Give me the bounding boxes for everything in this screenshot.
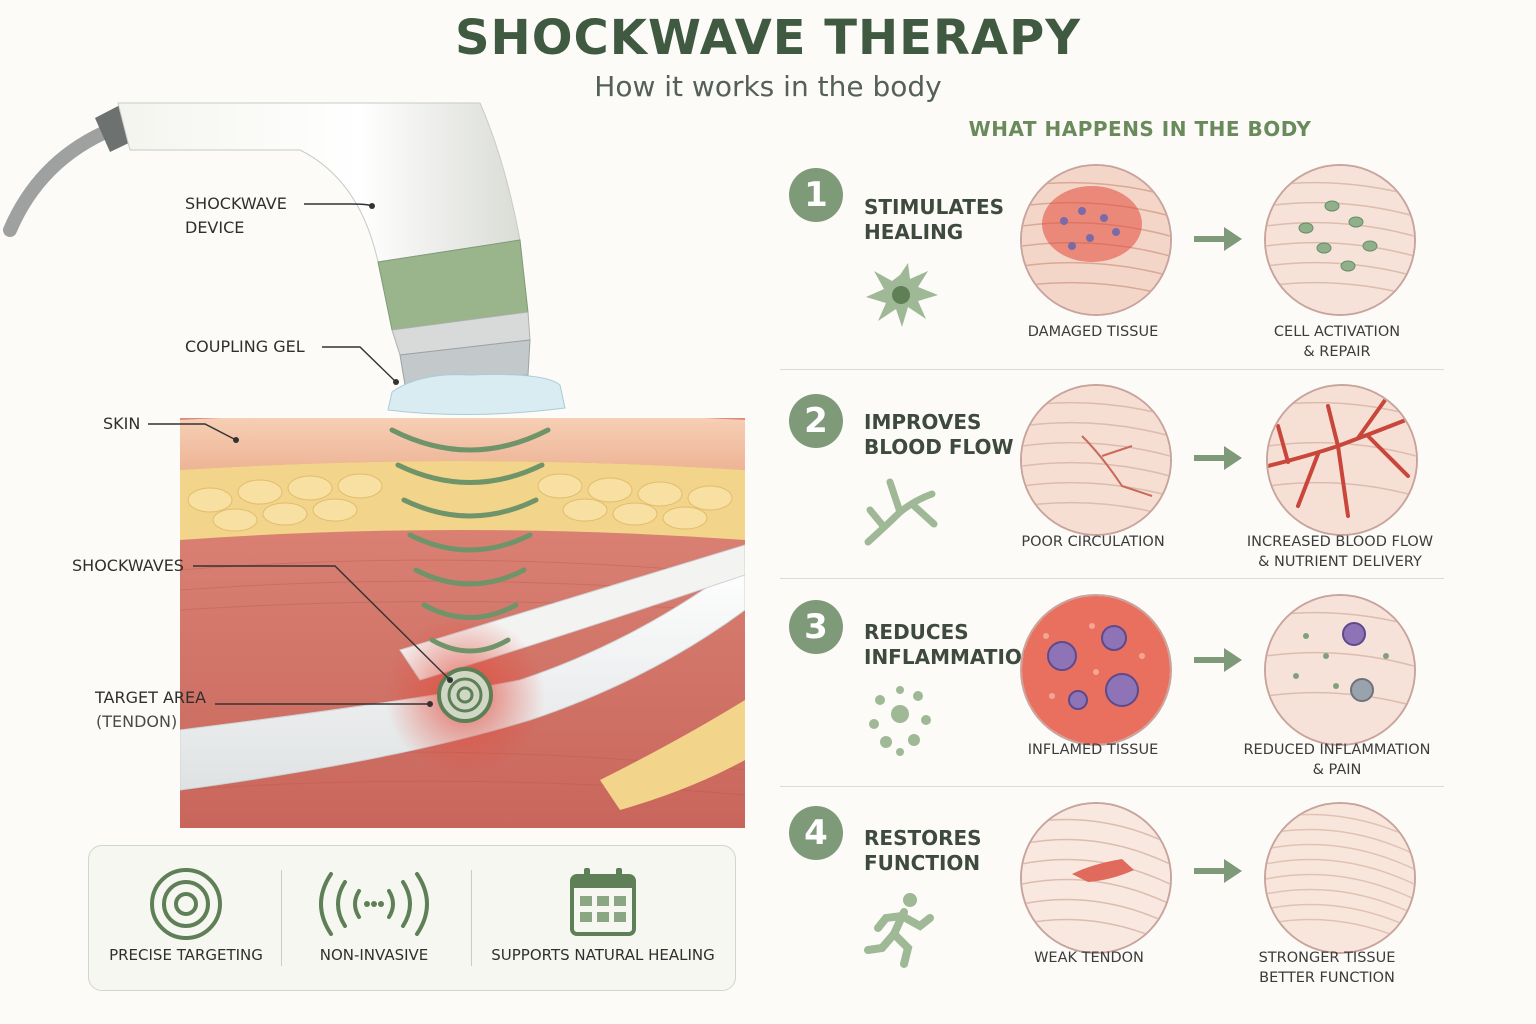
label-device: SHOCKWAVE DEVICE xyxy=(185,194,287,237)
label-target-area: TARGET AREA xyxy=(95,688,207,707)
cell-icon xyxy=(866,263,938,327)
after-caption: INCREASED BLOOD FLOW & NUTRIENT DELIVERY xyxy=(1246,534,1434,570)
feature-label: SUPPORTS NATURAL HEALING xyxy=(491,946,715,964)
particles-icon xyxy=(869,686,931,756)
step-number-badge: 3 xyxy=(789,600,843,654)
after-caption: CELL ACTIVATION & REPAIR xyxy=(1273,324,1401,360)
step-3: 3 REDUCES INFLAMMATION INFLAMED TISSUE xyxy=(780,590,1440,786)
step-1: 1 STIMULATES HEALING DAMAGED TISSUE xyxy=(780,160,1440,370)
features-panel: PRECISE TARGETING NON-INVASIVE SUPPORTS … xyxy=(88,845,736,991)
label-skin: SKIN xyxy=(103,414,141,433)
cell-activation-image xyxy=(1264,164,1416,316)
tissue-cross-section xyxy=(180,418,745,828)
anatomy-illustration xyxy=(3,102,745,828)
weak-tendon-image xyxy=(1020,802,1172,954)
inflamed-tissue-image xyxy=(1020,594,1172,746)
reduced-inflammation-image xyxy=(1264,594,1416,746)
label-tendon: (TENDON) xyxy=(96,712,178,731)
waves-icon xyxy=(319,872,429,936)
stronger-tissue-image xyxy=(1264,802,1416,954)
feature-precise-targeting: PRECISE TARGETING xyxy=(91,846,281,990)
divider xyxy=(780,786,1444,787)
divider xyxy=(780,369,1444,370)
target-icon xyxy=(150,868,222,940)
page-title: SHOCKWAVE THERAPY xyxy=(454,10,1082,66)
step-title: REDUCES INFLAMMATION xyxy=(864,620,1039,669)
feature-label: NON-INVASIVE xyxy=(319,946,429,964)
step-title: RESTORES FUNCTION xyxy=(864,826,982,875)
label-coupling-gel: COUPLING GEL xyxy=(185,337,305,356)
step-title: IMPROVES BLOOD FLOW xyxy=(864,410,1014,459)
vessel-branch-icon xyxy=(864,478,938,546)
step-4: 4 RESTORES FUNCTION WEAK TENDON xyxy=(780,798,1440,998)
shockwave-arcs xyxy=(389,427,551,654)
section-heading: WHAT HAPPENS IN THE BODY xyxy=(968,117,1312,141)
after-caption: REDUCED INFLAMMATION & PAIN xyxy=(1243,742,1431,778)
increased-blood-flow-image xyxy=(1266,384,1418,536)
step-number-badge: 2 xyxy=(789,394,843,448)
arrow-icon xyxy=(1194,446,1242,470)
before-caption: INFLAMED TISSUE xyxy=(1027,742,1159,758)
page-subtitle: How it works in the body xyxy=(594,70,942,103)
label-shockwaves: SHOCKWAVES xyxy=(72,556,184,575)
after-caption: STRONGER TISSUE BETTER FUNCTION xyxy=(1258,950,1396,986)
arrow-icon xyxy=(1194,859,1242,883)
feature-natural-healing: SUPPORTS NATURAL HEALING xyxy=(491,846,715,990)
arrow-icon xyxy=(1194,648,1242,672)
before-caption: WEAK TENDON xyxy=(1034,950,1144,966)
shockwave-device xyxy=(3,102,566,416)
step-number-badge: 4 xyxy=(789,806,843,860)
calendar-icon xyxy=(570,868,636,936)
feature-non-invasive: NON-INVASIVE xyxy=(279,846,469,990)
step-number-badge: 1 xyxy=(789,168,843,222)
label-leader-lines xyxy=(148,203,451,705)
feature-label: PRECISE TARGETING xyxy=(109,946,263,964)
divider xyxy=(780,578,1444,579)
poor-circulation-image xyxy=(1020,384,1172,536)
running-person-icon xyxy=(864,893,934,968)
step-2: 2 IMPROVES BLOOD FLOW POOR CIRCULATION xyxy=(780,380,1440,580)
before-caption: POOR CIRCULATION xyxy=(1021,534,1165,550)
damaged-tissue-image xyxy=(1020,164,1172,316)
before-caption: DAMAGED TISSUE xyxy=(1027,324,1159,340)
step-title: STIMULATES HEALING xyxy=(864,195,1005,244)
arrow-icon xyxy=(1194,227,1242,251)
